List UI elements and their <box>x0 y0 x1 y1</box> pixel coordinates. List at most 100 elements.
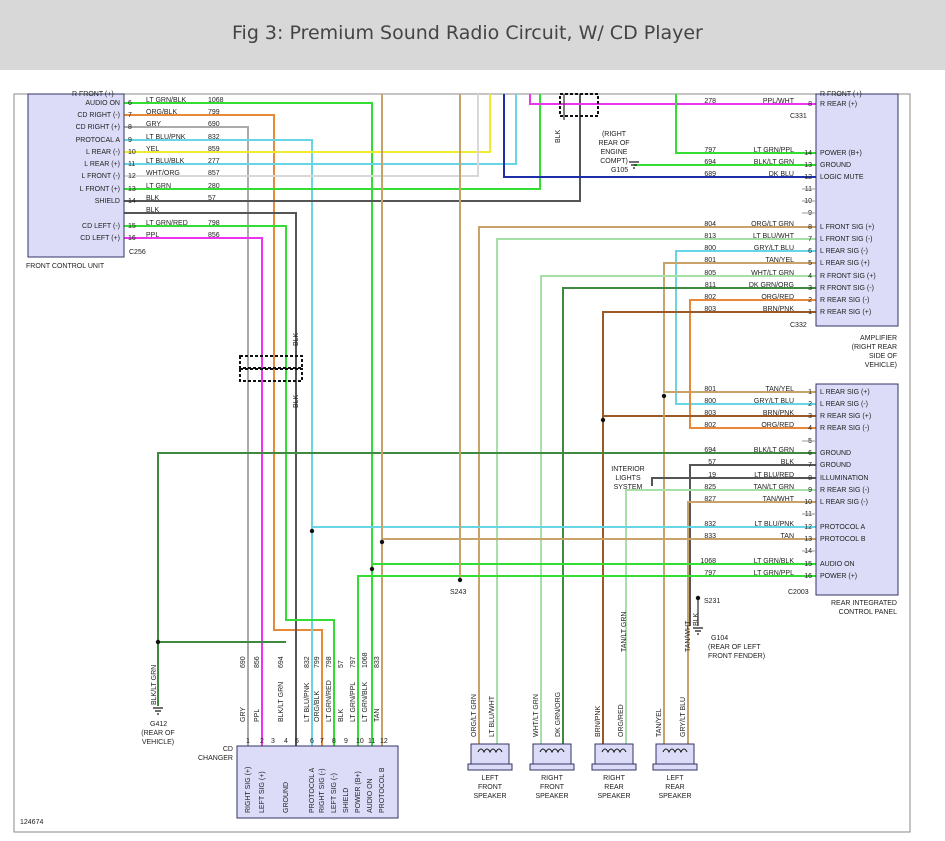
wire-color-label: LT GRN/PPL <box>754 570 794 577</box>
pin-label: GROUND <box>820 462 851 469</box>
wire-l-front-minus <box>124 94 479 177</box>
text-line: ENGINE <box>601 149 628 156</box>
pin-label: L REAR SIG (-) <box>820 401 868 408</box>
pin-number: 12 <box>380 738 388 745</box>
splice-603 <box>600 417 606 423</box>
pin-number: 7 <box>808 236 812 243</box>
wire-color-label: BLK <box>338 708 345 722</box>
vlabel-blk-upper: BLK <box>293 332 300 346</box>
wire-color-label: ORG/RED <box>618 704 625 737</box>
pin-label: L FRONT (+) <box>80 186 120 193</box>
circuit-number: 694 <box>278 656 285 668</box>
ricp-connector: C2003 <box>788 589 809 596</box>
circuit-number: 798 <box>208 220 220 227</box>
text-line: CHANGER <box>198 755 233 762</box>
cd-pin-5: 5 <box>295 738 299 745</box>
pin-label: L REAR SIG (-) <box>820 499 868 506</box>
circuit-number: 690 <box>208 121 220 128</box>
amp-pin-x0: R FRONT (+) <box>820 91 862 98</box>
pin-number: 3 <box>808 413 812 420</box>
speaker-name-line: LEFT <box>666 775 684 782</box>
pin-label: PROTOCOL B <box>820 536 866 543</box>
wire-color-label: LT BLU/PNK <box>755 521 795 528</box>
wire-color-label: LT BLU/BLK <box>146 158 185 165</box>
circuit-number: 832 <box>704 521 716 528</box>
fcu-connector: C256 <box>129 249 146 256</box>
s231-splice: S231 <box>704 598 720 605</box>
pin-label: CD LEFT (+) <box>80 235 120 242</box>
wire-color-label: ORG/BLK <box>314 691 321 722</box>
pin-number: 12 <box>804 524 812 531</box>
wire-cd-left-plus <box>124 237 263 746</box>
wire-color-label: GRY/LT BLU <box>754 398 794 405</box>
pin-number: 2 <box>260 738 264 745</box>
pin-label: GROUND <box>820 450 851 457</box>
wire-color-label: BLK/LT GRN <box>754 159 794 166</box>
splice-s243 <box>457 577 463 583</box>
pin-label: R FRONT SIG (-) <box>820 285 874 292</box>
circuit-number: 57 <box>708 459 716 466</box>
wire-color-label: LT GRN/RED <box>146 220 188 227</box>
wire-color-label: GRY <box>240 707 247 722</box>
vlabel-tan-lt-grn: TAN/LT GRN <box>621 612 628 652</box>
pin-label: SHIELD <box>343 788 350 813</box>
text-line: VEHICLE) <box>865 362 897 369</box>
speaker-name-line: LEFT <box>481 775 499 782</box>
pin-number: 4 <box>808 425 812 432</box>
pin-number: 1 <box>808 309 812 316</box>
wire-cd-right-minus <box>124 114 323 746</box>
wire-color-label: ORG/LT GRN <box>751 221 794 228</box>
pin-label: L REAR SIG (-) <box>820 248 868 255</box>
circuit-number: 832 <box>304 656 311 668</box>
pin-label: R FRONT (+) <box>820 91 862 98</box>
speaker-name-line: SPEAKER <box>658 793 691 800</box>
pin-number: 6 <box>310 738 314 745</box>
wire-r-rear-sig-plus <box>602 311 816 760</box>
pin-label: AUDIO ON <box>367 778 374 813</box>
pin-label: R REAR SIG (-) <box>820 297 869 304</box>
circuit-number: 799 <box>208 109 220 116</box>
circuit-number: 278 <box>704 98 716 105</box>
speaker-base <box>652 763 698 771</box>
circuit-number: 856 <box>208 232 220 239</box>
wire-l-rear-plus <box>124 94 517 165</box>
pin-number: 7 <box>808 462 812 469</box>
speaker-name-line: FRONT <box>540 784 565 791</box>
circuit-number: 825 <box>704 484 716 491</box>
amp-pin-10: 10 <box>802 198 816 205</box>
speaker-body <box>594 743 634 765</box>
wire-color-label: TAN/YEL <box>656 708 663 737</box>
cd-pin-3: 3 <box>271 738 275 745</box>
circuit-number: 857 <box>208 170 220 177</box>
pin-label: LEFT SIG (-) <box>331 773 338 813</box>
circuit-number: 800 <box>704 398 716 405</box>
circuit-number: 797 <box>704 570 716 577</box>
circuit-number: 856 <box>254 656 261 668</box>
splice-664 <box>661 393 667 399</box>
wire-l-rear-sig-minus <box>675 250 816 405</box>
vlabel-blk-lower: BLK <box>293 394 300 408</box>
circuit-number: 694 <box>704 159 716 166</box>
pin-label: L FRONT SIG (+) <box>820 224 874 231</box>
circuit-number: 800 <box>704 245 716 252</box>
circuit-number: 277 <box>208 158 220 165</box>
pin-number: 15 <box>804 561 812 568</box>
pin-label: RIGHT SIG (+) <box>245 767 252 813</box>
pin-number: 2 <box>808 401 812 408</box>
wire-r-rear-spk-minus <box>625 489 816 760</box>
